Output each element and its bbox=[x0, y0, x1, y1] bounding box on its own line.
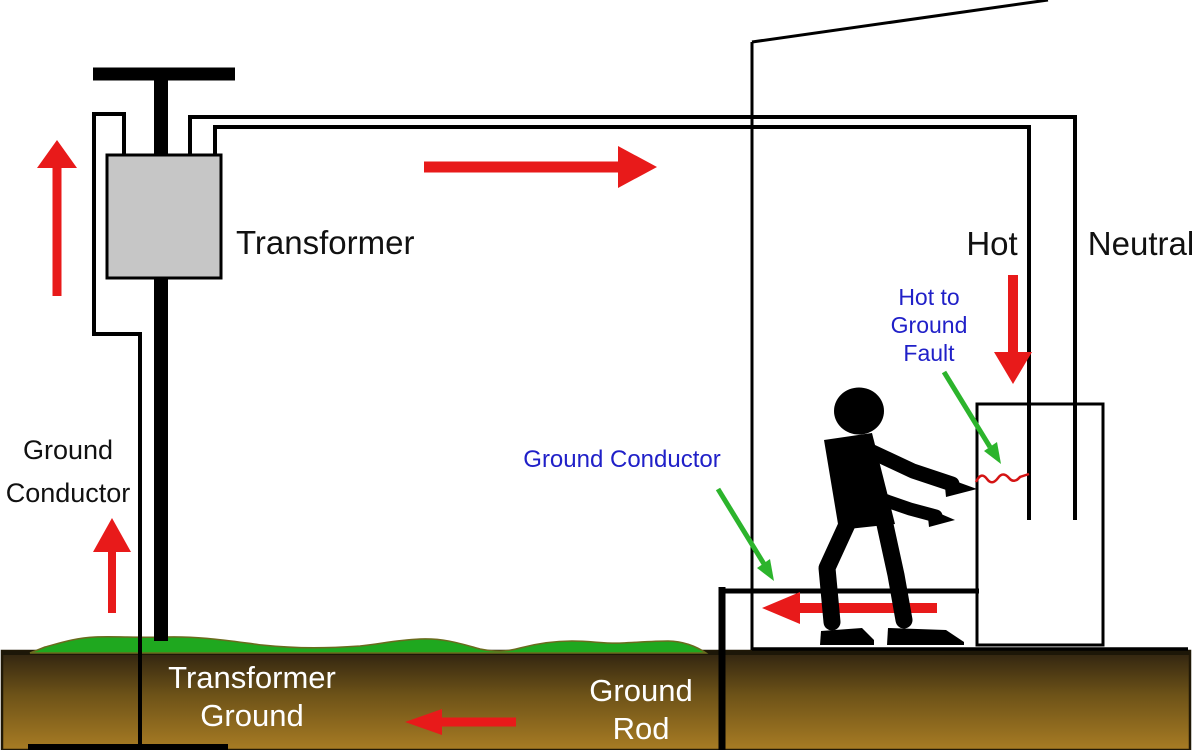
appliance-box bbox=[975, 402, 1105, 647]
ground-conductor-pole-label: Ground Conductor bbox=[5, 435, 131, 508]
house-roof bbox=[751, 0, 1049, 44]
ground-conductor-house-label: Ground Conductor bbox=[523, 446, 721, 473]
arrow-up-primary-icon bbox=[37, 140, 77, 296]
ground-rod-label: Ground Rod bbox=[589, 673, 693, 746]
person-lower-arm bbox=[854, 485, 943, 523]
hot-wire bbox=[213, 125, 1031, 520]
arrow-left-soil-icon bbox=[405, 709, 516, 735]
grass bbox=[29, 635, 709, 654]
arrow-down-hot-icon bbox=[994, 275, 1032, 384]
transformer-ground-label: Transformer Ground bbox=[168, 660, 336, 733]
neutral-label: Neutral bbox=[1087, 225, 1195, 262]
person-front-leg bbox=[875, 511, 913, 629]
person-back-foot bbox=[820, 628, 874, 645]
soil bbox=[0, 649, 1192, 750]
person-figure bbox=[818, 387, 977, 645]
arrow-right-service-wire-icon bbox=[424, 146, 657, 188]
arrow-left-ground-conductor-icon bbox=[762, 592, 937, 624]
person-front-foot bbox=[887, 628, 964, 645]
pole-ground-conductor-wire bbox=[92, 112, 142, 746]
person-upper-hand bbox=[944, 477, 977, 497]
transformer-label: Transformer bbox=[236, 224, 415, 261]
arrow-up-ground-conductor-pole-icon bbox=[93, 518, 131, 613]
hot-to-ground-fault-label: Hot to Ground Fault bbox=[890, 284, 968, 366]
person-lower-hand bbox=[927, 508, 955, 527]
person-upper-arm bbox=[858, 441, 960, 492]
hot-label: Hot bbox=[966, 225, 1018, 262]
transformer-box bbox=[105, 153, 223, 280]
pointer-arrow-ground-conductor-icon bbox=[715, 487, 774, 581]
person-head bbox=[834, 387, 884, 435]
person-back-leg bbox=[818, 511, 858, 631]
pointer-arrow-fault-icon bbox=[941, 370, 1001, 464]
neutral-wire bbox=[188, 115, 1077, 520]
fault-squiggle-icon bbox=[974, 472, 1030, 484]
